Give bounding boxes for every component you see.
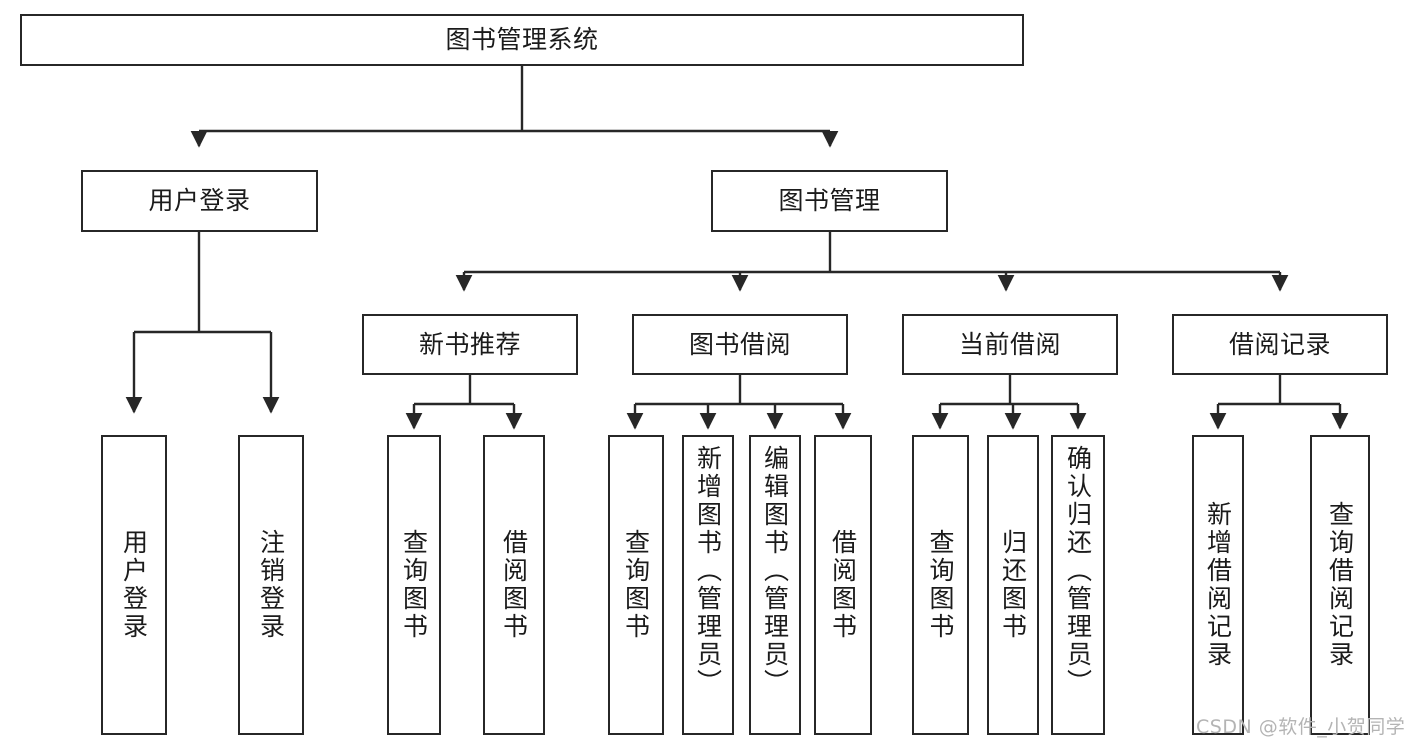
node-label: 借阅记录 bbox=[1228, 329, 1331, 359]
node-label: 查询图书 bbox=[926, 529, 955, 641]
node-label: 图书管理系统 bbox=[445, 25, 599, 55]
node-user-login[interactable]: 用户登录 bbox=[81, 170, 318, 232]
node-leaf-return-book[interactable]: 归还图书 bbox=[987, 435, 1039, 735]
node-leaf-edit-book[interactable]: 编辑图书（管理员） bbox=[749, 435, 801, 735]
node-leaf-add-record[interactable]: 新增借阅记录 bbox=[1192, 435, 1244, 735]
node-label: 注销登录 bbox=[256, 529, 286, 641]
node-new-book-rec[interactable]: 新书推荐 bbox=[362, 314, 578, 375]
node-label: 归还图书 bbox=[998, 529, 1028, 641]
node-book-borrow[interactable]: 图书借阅 bbox=[632, 314, 848, 375]
node-label: 新书推荐 bbox=[418, 329, 521, 359]
node-leaf-logout[interactable]: 注销登录 bbox=[238, 435, 304, 735]
node-label: 编辑图书（管理员） bbox=[760, 445, 790, 697]
node-leaf-query-book-1[interactable]: 查询图书 bbox=[387, 435, 441, 735]
node-label: 借阅图书 bbox=[499, 529, 529, 641]
node-label: 确认归还（管理员） bbox=[1063, 445, 1093, 697]
node-book-manage[interactable]: 图书管理 bbox=[711, 170, 948, 232]
node-root[interactable]: 图书管理系统 bbox=[20, 14, 1024, 66]
node-label: 新增图书（管理员） bbox=[693, 445, 723, 697]
node-label: 查询图书 bbox=[621, 529, 651, 641]
node-leaf-query-record[interactable]: 查询借阅记录 bbox=[1310, 435, 1370, 735]
node-label: 用户登录 bbox=[148, 186, 251, 216]
node-current-borrow[interactable]: 当前借阅 bbox=[902, 314, 1118, 375]
node-leaf-borrow-book-1[interactable]: 借阅图书 bbox=[483, 435, 545, 735]
node-leaf-user-login[interactable]: 用户登录 bbox=[101, 435, 167, 735]
node-label: 查询借阅记录 bbox=[1325, 501, 1355, 669]
node-label: 查询图书 bbox=[399, 529, 429, 641]
node-label: 新增借阅记录 bbox=[1203, 501, 1233, 669]
csdn-watermark: CSDN @软件_小贺同学 bbox=[1196, 716, 1405, 738]
node-leaf-confirm-return[interactable]: 确认归还（管理员） bbox=[1051, 435, 1105, 735]
node-label: 当前借阅 bbox=[958, 329, 1061, 359]
node-leaf-borrow-book-2[interactable]: 借阅图书 bbox=[814, 435, 872, 735]
node-label: 用户登录 bbox=[119, 529, 149, 641]
node-label: 借阅图书 bbox=[828, 529, 858, 641]
node-borrow-record[interactable]: 借阅记录 bbox=[1172, 314, 1388, 375]
node-label: 图书管理 bbox=[778, 186, 881, 216]
node-leaf-query-book-3[interactable]: 查询图书 bbox=[912, 435, 969, 735]
node-label: 图书借阅 bbox=[688, 329, 791, 359]
node-leaf-add-book[interactable]: 新增图书（管理员） bbox=[682, 435, 734, 735]
node-leaf-query-book-2[interactable]: 查询图书 bbox=[608, 435, 664, 735]
